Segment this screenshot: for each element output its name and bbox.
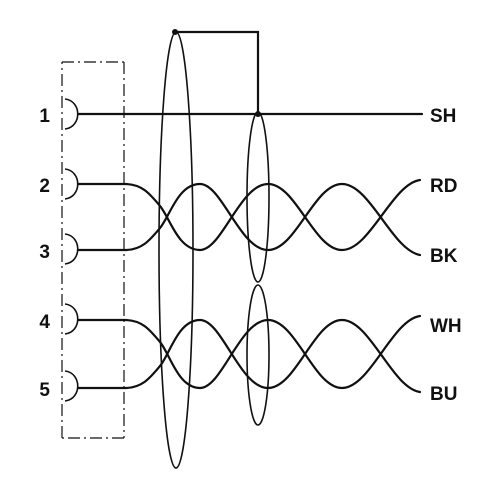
pair-shield-2 [246, 284, 270, 426]
overall-shield [158, 31, 194, 469]
pair-shield-1 [246, 111, 270, 283]
pin-label-3: 3 [39, 242, 50, 263]
pin-label-5: 5 [39, 380, 50, 401]
wire-label-rd: RD [430, 176, 457, 197]
pin-label-4: 4 [39, 312, 50, 333]
wire-label-bk: BK [430, 246, 458, 267]
pin-contact-5 [64, 370, 79, 402]
pin-label-2: 2 [39, 176, 50, 197]
connector-housing [61, 61, 125, 439]
twisted-pair-2 [76, 314, 422, 394]
pin-contact-3 [64, 233, 79, 265]
wire-bk [76, 182, 422, 257]
pin-contact-1 [64, 98, 79, 130]
pin-label-1: 1 [39, 106, 50, 127]
pin-contact-4 [64, 303, 79, 335]
wire-label-wh: WH [430, 316, 462, 337]
wire-label-sh: SH [430, 106, 456, 127]
wire-label-bu: BU [430, 384, 457, 405]
pin-contacts [64, 98, 79, 402]
wire-bu [76, 318, 422, 394]
pin-contact-2 [64, 168, 79, 200]
